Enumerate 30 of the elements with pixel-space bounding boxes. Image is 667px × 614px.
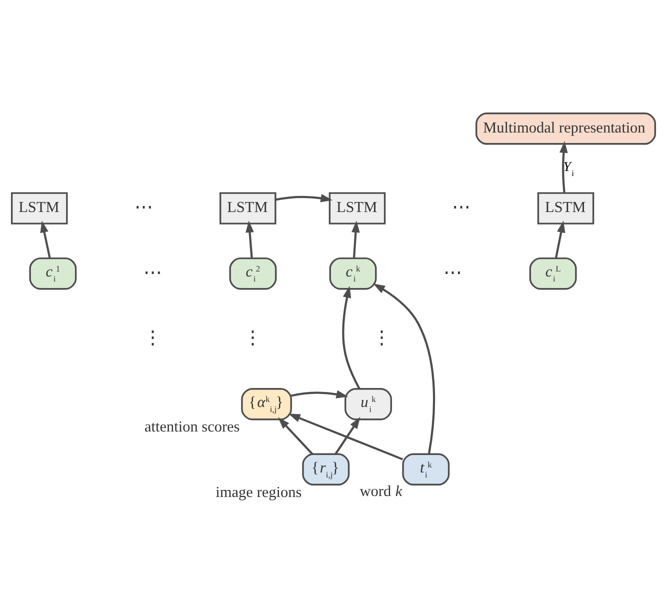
node-box: LSTM <box>328 192 386 224</box>
arrow <box>278 416 314 454</box>
label: ⋯ <box>144 262 163 283</box>
node-box: LSTM <box>537 192 594 224</box>
label: ⋮ <box>372 327 392 348</box>
label: ⋯ <box>444 262 463 283</box>
label: ⋮ <box>144 327 163 348</box>
node-label: attention scores <box>144 418 240 436</box>
node-box: LSTM <box>10 192 68 224</box>
arrow <box>334 416 360 454</box>
arrow <box>246 220 254 258</box>
node-box: LSTM <box>220 192 276 224</box>
label: ⋮ <box>244 327 263 348</box>
arrow <box>342 285 360 389</box>
label: ⋯ <box>134 196 154 218</box>
arrow <box>560 140 568 192</box>
arrow <box>352 220 360 258</box>
node-label: image regions <box>216 483 302 500</box>
arrow <box>275 194 333 202</box>
arrow <box>40 220 51 258</box>
label: ⋯ <box>452 196 472 218</box>
arrow <box>288 413 404 460</box>
edge-label: Y$_{i}$ <box>563 158 574 178</box>
node-box: {r$_{i,j}$} <box>302 452 350 485</box>
arrow <box>290 390 348 398</box>
node-box: Multimodal representation <box>475 112 656 144</box>
arrow <box>554 220 566 258</box>
node-label: word k <box>360 482 402 500</box>
arrow <box>373 283 436 454</box>
node-box: {α$^{k}$$_{i,j}$} <box>241 388 292 420</box>
